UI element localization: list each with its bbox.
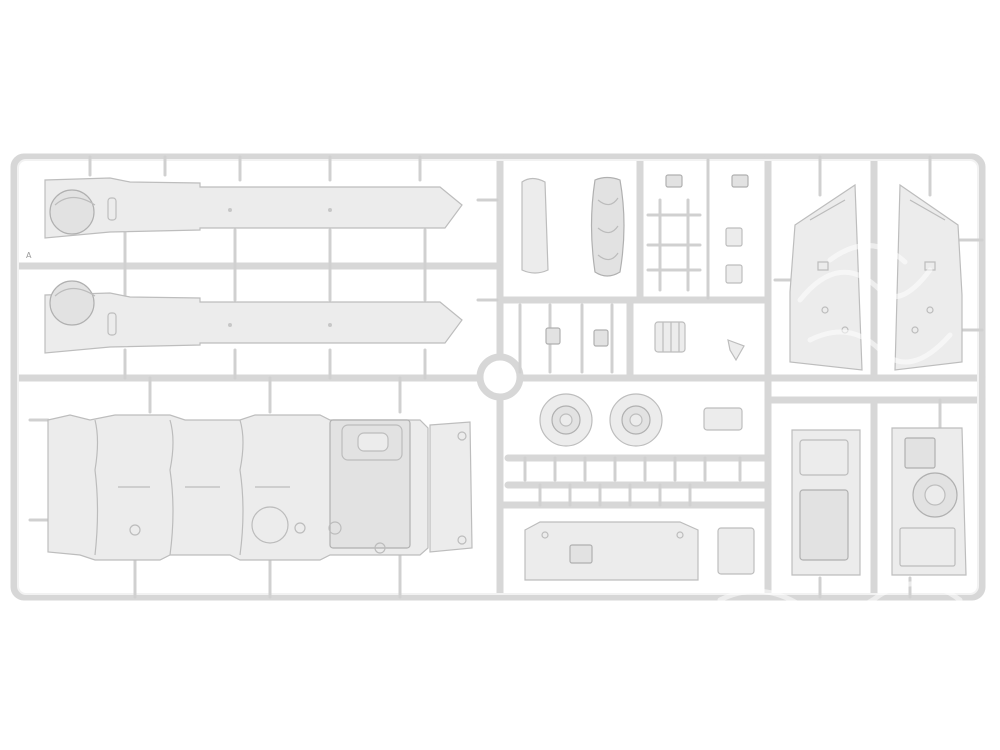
rear-hull-part (891, 427, 967, 576)
road-wheel-parts (539, 393, 743, 447)
wheel-cover-parts (521, 176, 625, 277)
side-armor-panel-right (894, 183, 963, 371)
small-detail-parts-mid (518, 303, 745, 374)
hull-side-part-upper (44, 177, 463, 239)
watermark-emblem-icon (717, 243, 963, 616)
sprue-tag-label: A (26, 251, 32, 260)
engine-deck-part (524, 521, 755, 581)
hull-side-part-lower (44, 280, 463, 354)
rear-plate-part (791, 429, 861, 576)
hull-floor-part (47, 414, 473, 561)
small-detail-parts-top (646, 158, 749, 300)
sprue-gates (28, 155, 984, 599)
runner-frame (10, 153, 986, 601)
gate-rows-center (523, 456, 742, 507)
